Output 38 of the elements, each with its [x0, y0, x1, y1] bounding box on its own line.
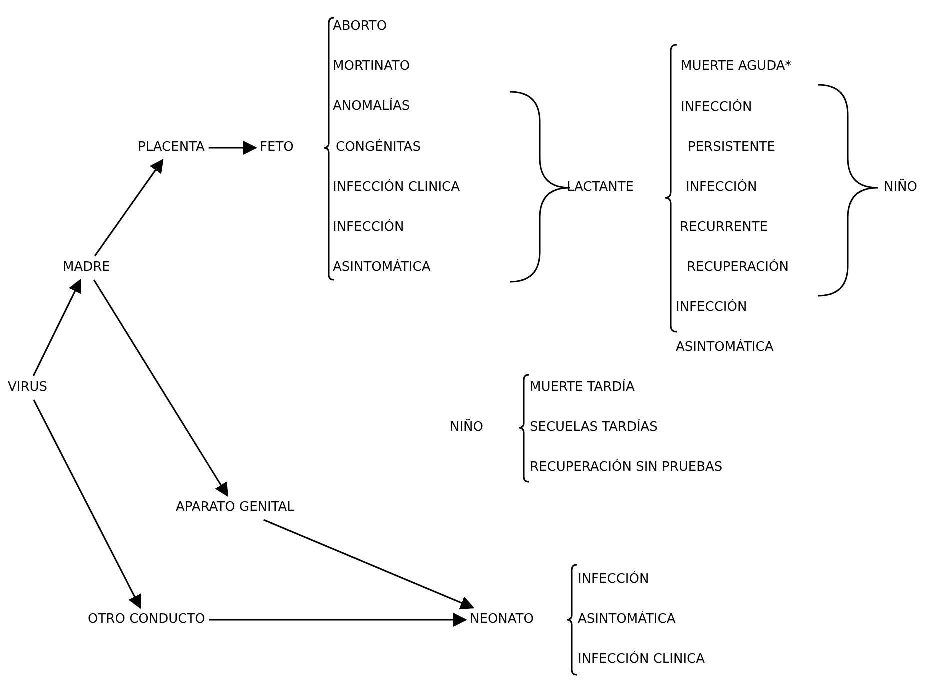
outcome-label: RECUPERACIÓN SIN PRUEBAS — [530, 459, 723, 477]
outcome-label: NIÑO — [450, 419, 484, 437]
node-label: FETO — [260, 139, 294, 157]
node-label: PLACENTA — [138, 139, 205, 157]
outcome-label: INFECCIÓN CLINICA — [578, 651, 706, 669]
arrow — [263, 519, 475, 610]
outcome-label: CONGÉNITAS — [336, 139, 421, 157]
outcome-label: PERSISTENTE — [688, 139, 776, 157]
arrow — [94, 158, 164, 256]
arrow — [208, 141, 258, 155]
outcome-label: INFECCIÓN — [333, 219, 404, 237]
outcome-label: INFECCIÓN — [578, 571, 650, 589]
node-label: APARATO GENITAL — [176, 499, 294, 517]
outcome-label: INFECCIÓN — [676, 299, 748, 317]
outcome-label: SECUELAS TARDÍAS — [530, 419, 658, 437]
outcome-label: ASINTOMÁTICA — [333, 259, 431, 277]
outcome-label: NIÑO — [884, 179, 918, 197]
outcome-label: INFECCIÓN — [681, 99, 752, 117]
outcome-label: MUERTE AGUDA* — [681, 58, 792, 76]
node-label: VIRUS — [8, 379, 48, 397]
node-label: OTRO CONDUCTO — [88, 611, 206, 629]
arrow — [209, 613, 468, 627]
outcome-label: ABORTO — [333, 18, 388, 36]
outcome-label: ASINTOMÁTICA — [578, 611, 676, 629]
outcome-label: ASINTOMÁTICA — [676, 339, 774, 357]
outcome-label: INFECCIÓN — [686, 179, 758, 197]
arrow — [93, 280, 229, 498]
arrow — [33, 400, 142, 610]
arrow — [32, 278, 82, 376]
outcome-label: RECUPERACIÓN — [687, 259, 789, 277]
node-label: NEONATO — [470, 611, 534, 629]
outcome-label: MORTINATO — [333, 58, 410, 76]
outcome-label: MUERTE TARDÍA — [530, 379, 635, 397]
outcome-label: ANOMALÍAS — [333, 98, 410, 116]
node-label: MADRE — [63, 259, 110, 277]
outcome-label: LACTANTE — [567, 179, 634, 197]
outcome-label: RECURRENTE — [680, 219, 768, 237]
outcome-label: INFECCIÓN CLINICA — [333, 179, 460, 197]
